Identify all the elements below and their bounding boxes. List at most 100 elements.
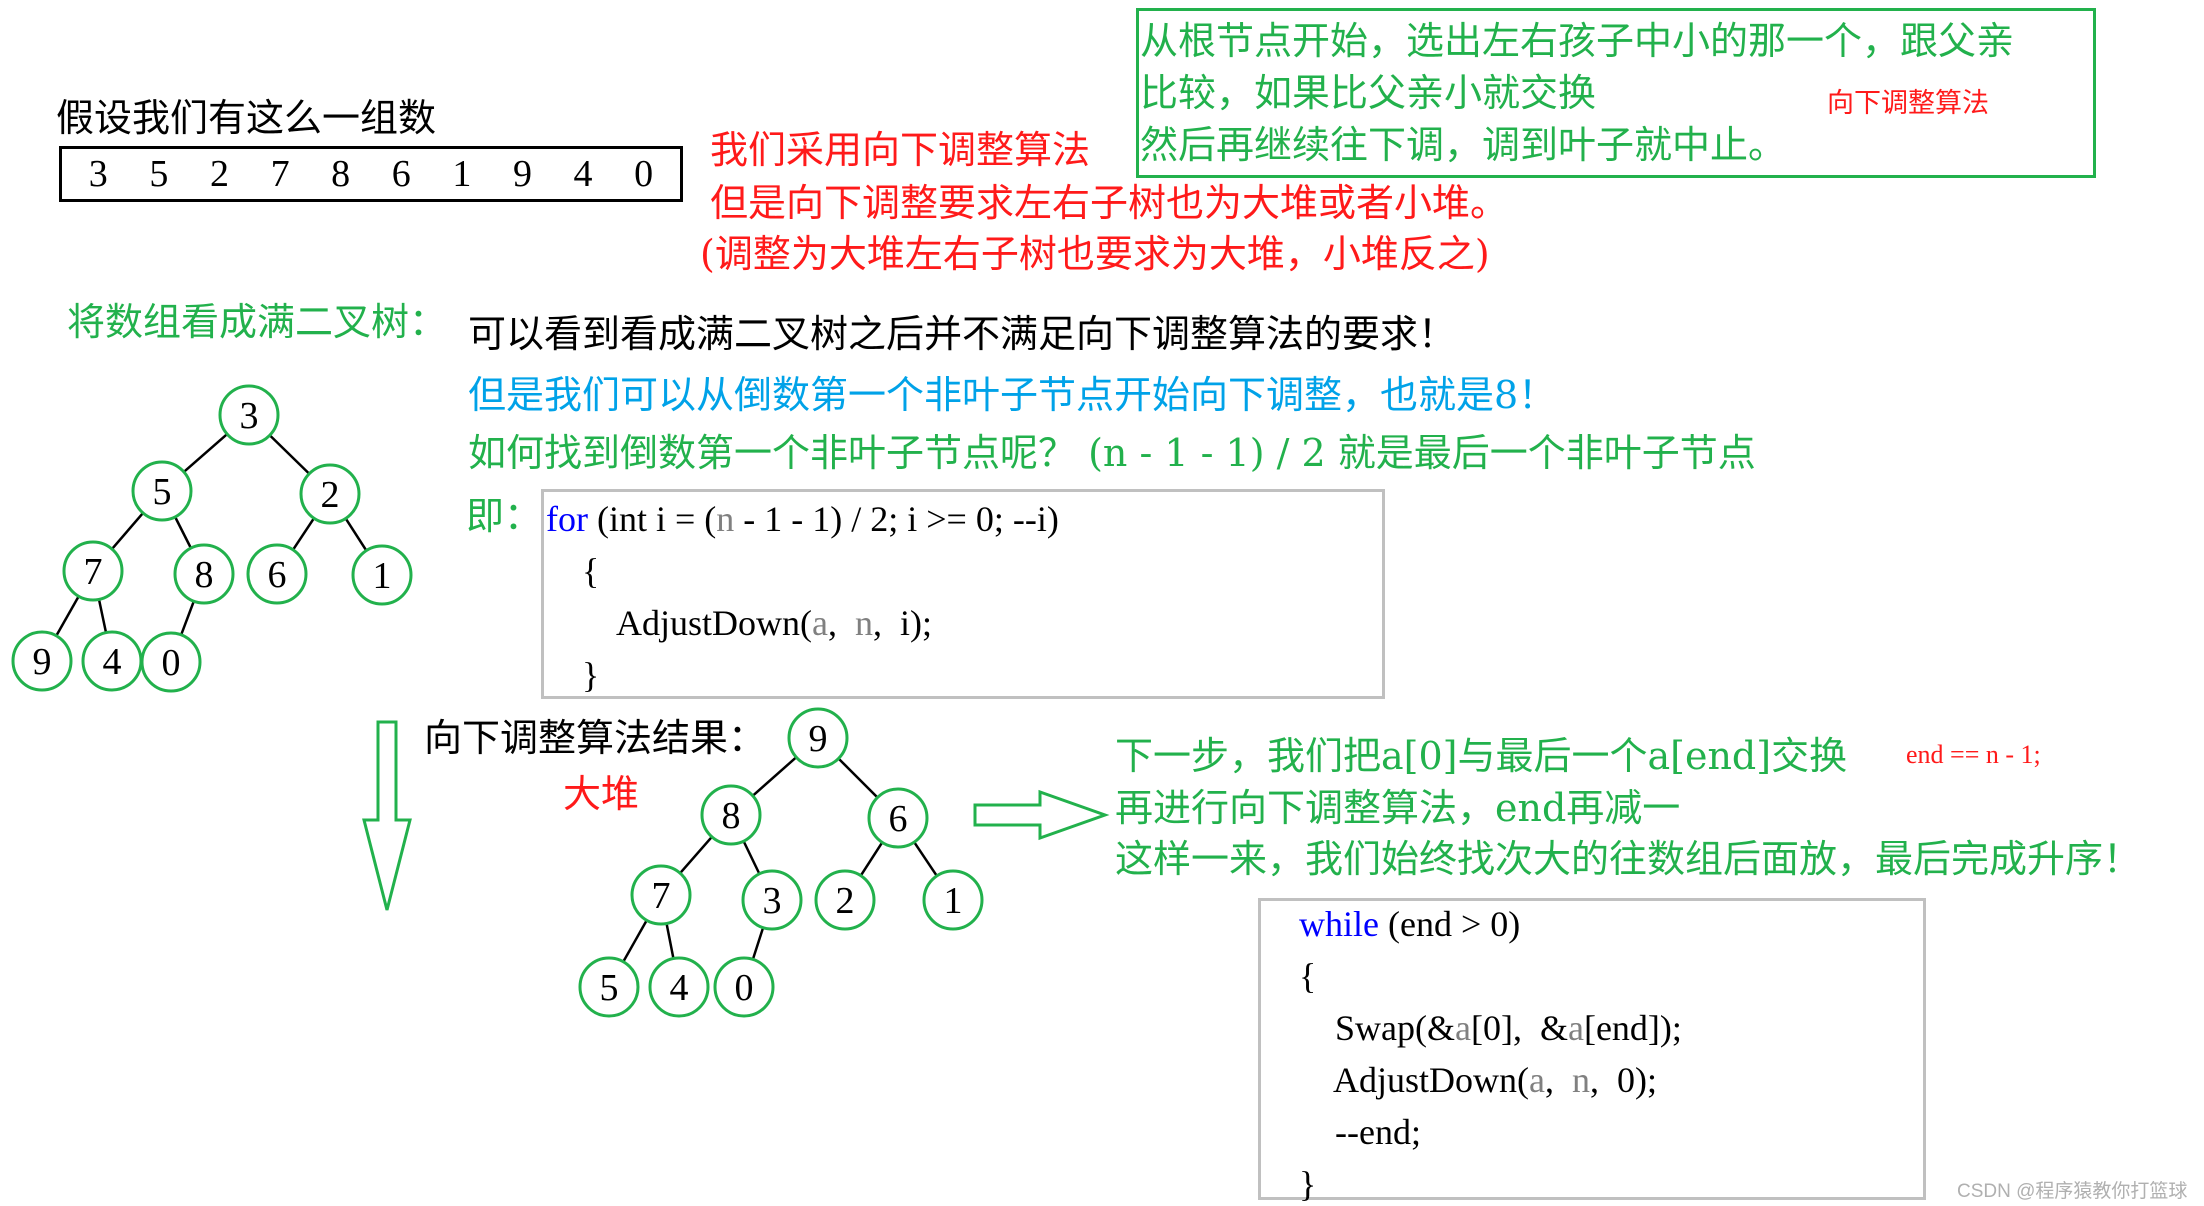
tree1-node [140,631,202,693]
array-cell: 0 [634,153,654,195]
tree2-edge [751,927,765,960]
tree1-node-label: 2 [321,474,340,516]
tree2-node-label: 1 [944,880,963,922]
tree1-edge [291,517,316,551]
tree2-node-label: 8 [722,795,741,837]
code-token: [end]); [1583,1008,1682,1048]
green-box-line-3: 然后再继续往下调，调到叶子就中止。 [1140,123,1787,167]
code-line: --end; [1299,1111,1421,1153]
tree1-node-label: 8 [195,554,214,596]
code-token: a [1567,1008,1584,1048]
tree2-edge [859,841,884,877]
tree2-node-label: 9 [809,718,828,760]
code-token: , 0); [1590,1060,1657,1100]
tree1-edge [180,600,195,636]
code-token: (int i = ( [587,499,717,539]
code-token: (end > 0) [1378,904,1521,944]
algorithm-description-box [1136,8,2096,178]
tree1-node-label: 5 [153,471,172,513]
tree2-edge [913,841,938,877]
array-cell: 5 [149,153,169,195]
tree2-node-label: 4 [670,967,689,1009]
black-note: 可以看到看成满二叉树之后并不满足向下调整算法的要求！ [468,312,1457,356]
tree2-node-label: 2 [836,880,855,922]
red-note-2: 但是向下调整要求左右子树也为大堆或者小堆。 [710,181,1509,225]
tree2-node [713,956,775,1018]
next-step-3: 这样一来，我们始终找次大的往数组后面放，最后完成升序！ [1115,837,2142,881]
code-token: } [1299,1164,1317,1204]
code-token: a [1529,1060,1545,1100]
tree1-node [218,384,280,446]
intro-text: 假设我们有这么一组数 [56,96,437,140]
code-line: AdjustDown(a, n, 0); [1299,1059,1657,1101]
result-label: 向下调整算法结果： [424,716,767,760]
tree1-node [246,543,308,605]
tree2-edge [622,919,648,963]
tree1-node-label: 7 [84,551,103,593]
tree2-node-label: 5 [600,967,619,1009]
code-token: , [828,603,855,643]
tree2-node [648,956,710,1018]
array-cell: 2 [209,153,229,195]
code-token: AdjustDown( [546,603,813,643]
code-line: for (int i = (n - 1 - 1) / 2; i >= 0; --… [546,498,1059,540]
code-line: AdjustDown(a, n, i); [546,602,932,644]
tree2-node [922,869,984,931]
tree2-node [814,869,876,931]
code-token: n [1572,1060,1590,1100]
code-token: for [546,499,588,539]
tree1-node [173,543,235,605]
tree1-node [299,463,361,525]
tree2-edge [679,836,713,874]
code-token: n [855,603,873,643]
big-heap-label: 大堆 [563,772,640,816]
tree1-node [351,544,413,606]
tree2-edge [751,756,798,797]
tree2-node [741,869,803,931]
tree1-edge [268,434,311,475]
blue-note: 但是我们可以从倒数第一个非叶子节点开始向下调整，也就是8！ [468,373,1557,417]
code-line: Swap(&a[0], &a[end]); [1299,1007,1682,1049]
tree2-edge [742,840,761,875]
tree1-node-label: 3 [240,395,259,437]
tree2-node [867,787,929,849]
tree1-edge [344,517,368,552]
array-cell: 3 [88,153,108,195]
array-cell: 9 [512,153,532,195]
tree2-edge [665,923,675,959]
tree1-edge [97,599,108,633]
tree2-node-label: 0 [735,967,754,1009]
tree1-node-label: 9 [33,641,52,683]
code-token: , i); [873,603,932,643]
tree1-edge [183,433,228,473]
heap-tree: 9 8 6 7 3 2 1 5 4 0 [578,707,984,1018]
code-line: } [546,654,599,696]
for-loop-code-box: for (int i = (n - 1 - 1) / 2; i >= 0; --… [541,489,1385,699]
watermark: CSDN @程序猿教你打篮球 [1957,1181,2188,1202]
code-token: while [1299,904,1379,944]
code-line: { [1299,955,1316,997]
code-token: - 1 - 1) / 2; i >= 0; --i) [734,499,1059,539]
code-token: n [716,499,735,539]
code-token: Swap(& [1299,1008,1455,1048]
tree2-node-label: 6 [889,798,908,840]
code-token: { [546,551,600,591]
tree1-edge [110,512,145,550]
code-token: AdjustDown( [1299,1060,1530,1100]
tree2-edge [837,757,879,799]
right-arrow-icon [973,789,1110,841]
code-line: } [1299,1163,1316,1205]
tree2-node [700,784,762,846]
code-token: [0], & [1470,1008,1568,1048]
tree2-node [578,956,640,1018]
code-line: { [546,550,599,592]
tree1-node [131,460,193,522]
green-box-line-1: 从根节点开始，选出左右孩子中小的那一个，跟父亲 [1140,19,2015,63]
tree2-node-label: 7 [652,875,671,917]
tree2-node-label: 3 [763,880,782,922]
array-cell: 1 [452,153,472,195]
end-note: end == n - 1; [1906,740,2041,769]
